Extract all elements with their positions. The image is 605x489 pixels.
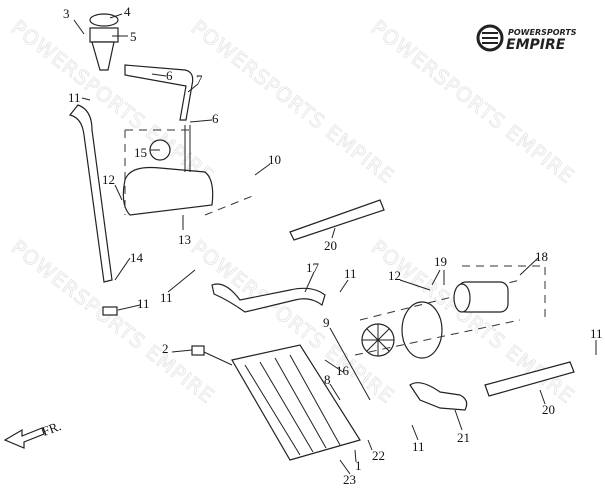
- callout: 10: [268, 152, 281, 167]
- callout: 11: [412, 439, 425, 454]
- callout: 20: [542, 402, 555, 417]
- callout: 2: [162, 341, 169, 356]
- callout: 7: [196, 72, 203, 87]
- hose-17: [211, 283, 326, 313]
- callout: 20: [324, 238, 337, 253]
- callout: 14: [130, 250, 144, 265]
- svg-text:EMPIRE: EMPIRE: [506, 37, 566, 53]
- callout: 16: [336, 363, 350, 378]
- callout-labels: 3 4 5 6 7 11 6 15 10 12 13 20 14 17 11 1…: [63, 4, 603, 487]
- bolt-2: [191, 345, 205, 356]
- callout: 17: [306, 260, 320, 275]
- clamp: [102, 306, 118, 316]
- callout: 1: [355, 458, 362, 473]
- callout: 6: [212, 111, 219, 126]
- leader-lines: [73, 13, 597, 475]
- svg-text:POWERSPORTS: POWERSPORTS: [508, 28, 577, 37]
- fan: [354, 279, 521, 359]
- callout: 3: [63, 6, 70, 21]
- fan-motor: [453, 265, 546, 320]
- hose-7: [124, 64, 194, 121]
- callout: 11: [590, 326, 603, 341]
- callout: 8: [324, 372, 331, 387]
- leader-line: [203, 351, 233, 366]
- callout: 4: [124, 4, 131, 19]
- callout: 21: [457, 430, 470, 445]
- callout: 15: [134, 145, 147, 160]
- callout: 6: [166, 68, 173, 83]
- radiator-cap: [89, 13, 119, 71]
- callout: 12: [102, 172, 115, 187]
- radiator: [231, 344, 361, 461]
- hose-21: [409, 382, 468, 411]
- callout: 11: [137, 296, 150, 311]
- callout: 5: [130, 29, 137, 44]
- callout: 19: [434, 254, 447, 269]
- brand-logo: POWERSPORTS EMPIRE: [476, 24, 577, 53]
- callout: 18: [535, 249, 548, 264]
- hose-14: [68, 104, 113, 283]
- svg-text:POWERSPORTS EMPIRE: POWERSPORTS EMPIRE: [187, 15, 399, 188]
- spring-20-bottom: [484, 361, 575, 397]
- svg-text:FR.: FR.: [40, 418, 63, 439]
- callout: 9: [323, 315, 330, 330]
- callout: 11: [68, 90, 81, 105]
- callout: 22: [372, 448, 385, 463]
- svg-text:POWERSPORTS EMPIRE: POWERSPORTS EMPIRE: [7, 235, 219, 408]
- callout: 11: [160, 290, 173, 305]
- fr-arrow: FR.: [3, 418, 63, 449]
- callout: 11: [344, 266, 357, 281]
- callout: 23: [343, 472, 356, 487]
- callout: 13: [178, 232, 191, 247]
- callout: 12: [388, 268, 401, 283]
- spring-20-top: [289, 199, 385, 241]
- reservoir-tank: [122, 125, 256, 216]
